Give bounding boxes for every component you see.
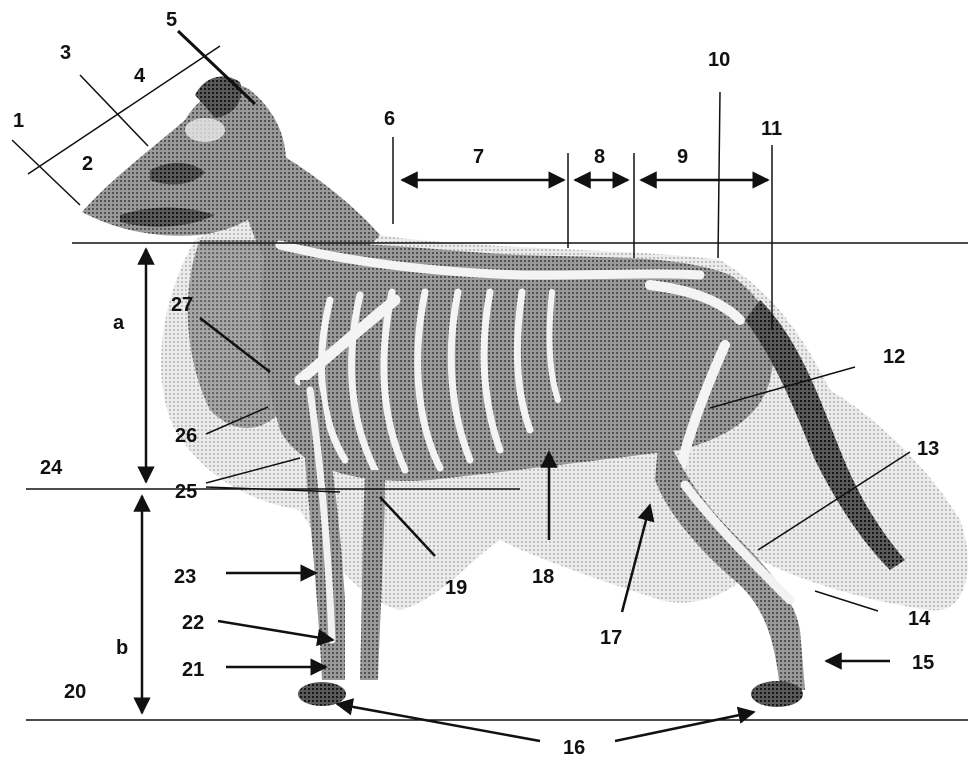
label-a: a: [113, 312, 125, 334]
arrow-16-front: [337, 704, 540, 741]
label-7: 7: [473, 146, 484, 168]
label-25: 25: [175, 481, 197, 503]
label-19: 19: [445, 577, 467, 599]
label-18: 18: [532, 566, 554, 588]
label-13: 13: [917, 438, 939, 460]
label-17: 17: [600, 627, 622, 649]
label-9: 9: [677, 146, 688, 168]
label-26: 26: [175, 425, 197, 447]
dog-head: [82, 76, 286, 235]
label-21: 21: [182, 659, 204, 681]
label-10: 10: [708, 49, 730, 71]
label-24: 24: [40, 457, 63, 479]
label-3: 3: [60, 42, 71, 64]
arrow-22: [218, 621, 333, 640]
label-5: 5: [166, 9, 177, 31]
leader-10: [718, 92, 720, 258]
label-16: 16: [563, 737, 585, 759]
label-22: 22: [182, 612, 204, 634]
label-11: 11: [761, 118, 782, 140]
label-8: 8: [594, 146, 605, 168]
muzzle-tick: [12, 140, 80, 205]
label-4: 4: [134, 65, 146, 87]
label-20: 20: [64, 681, 86, 703]
label-6: 6: [384, 108, 395, 130]
label-15: 15: [912, 652, 934, 674]
label-b: b: [116, 637, 128, 659]
label-1: 1: [13, 110, 24, 132]
label-2: 2: [82, 153, 93, 175]
label-27: 27: [171, 294, 193, 316]
label-14: 14: [908, 608, 931, 630]
label-23: 23: [174, 566, 196, 588]
label-12: 12: [883, 346, 905, 368]
arrow-16-hind: [615, 712, 754, 741]
